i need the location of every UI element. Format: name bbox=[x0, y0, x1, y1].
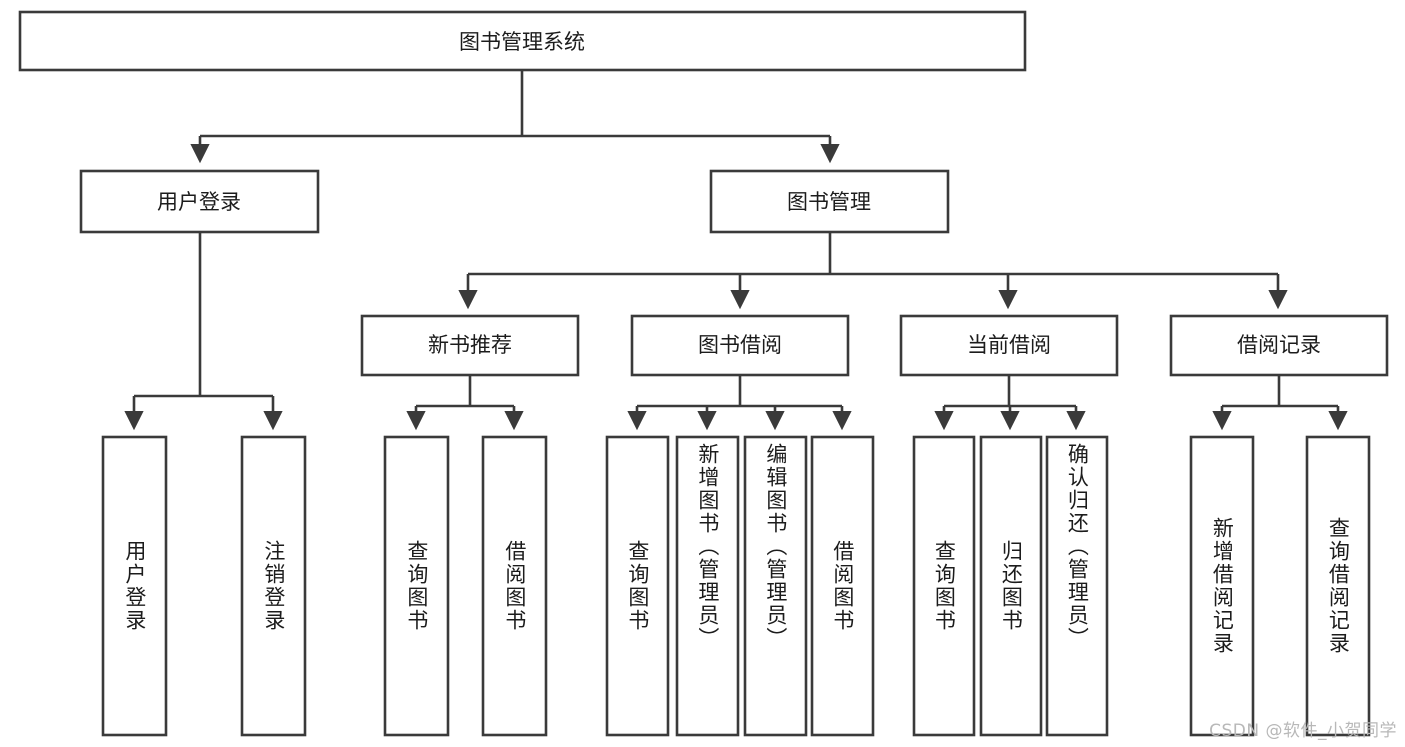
node-book-borrow[interactable]: 图书借阅 bbox=[630, 314, 850, 377]
leaf-box-current-borrow-1[interactable] bbox=[912, 435, 976, 737]
node-book-manage-label: 图书管理 bbox=[787, 190, 871, 214]
node-root-rect[interactable] bbox=[18, 10, 1027, 72]
connector-group-new-book-rec bbox=[406, 375, 524, 431]
node-borrow-record-label: 借阅记录 bbox=[1237, 333, 1321, 357]
leaf-box-new-book-rec-1[interactable] bbox=[383, 435, 450, 737]
node-current-borrow[interactable]: 当前借阅 bbox=[899, 314, 1119, 377]
node-new-book-rec[interactable]: 新书推荐 bbox=[360, 314, 580, 377]
leaf-box-current-borrow-3[interactable] bbox=[1045, 435, 1109, 737]
connector-group-current-borrow bbox=[934, 375, 1086, 431]
leaf-box-book-borrow-1[interactable] bbox=[605, 435, 670, 737]
leaf-box-new-book-rec-2[interactable] bbox=[481, 435, 548, 737]
node-root-label: 图书管理系统 bbox=[459, 30, 585, 54]
node-current-borrow-label: 当前借阅 bbox=[967, 333, 1051, 357]
node-new-book-rec-rect[interactable] bbox=[360, 314, 580, 377]
connector-group-root bbox=[190, 70, 840, 164]
connector-group-borrow-record bbox=[1212, 375, 1348, 431]
leaf-box-book-borrow-4[interactable] bbox=[810, 435, 875, 737]
leaf-box-borrow-record-1[interactable] bbox=[1189, 435, 1255, 737]
node-borrow-record[interactable]: 借阅记录 bbox=[1169, 314, 1389, 377]
leaf-box-user-login-1[interactable] bbox=[101, 435, 168, 737]
node-borrow-record-rect[interactable] bbox=[1169, 314, 1389, 377]
leaf-box-current-borrow-2[interactable] bbox=[979, 435, 1043, 737]
csdn-watermark: CSDN @软件_小贺同学 bbox=[1209, 721, 1397, 741]
connector-group-book-borrow bbox=[627, 375, 852, 431]
leaf-box-user-login-2[interactable] bbox=[240, 435, 307, 737]
connector-group-book-manage bbox=[458, 232, 1288, 310]
node-root[interactable]: 图书管理系统 bbox=[18, 10, 1027, 72]
node-book-manage-rect[interactable] bbox=[709, 169, 950, 234]
node-user-login-label: 用户登录 bbox=[157, 190, 241, 214]
leaf-box-book-borrow-3[interactable] bbox=[743, 435, 808, 737]
leaf-box-borrow-record-2[interactable] bbox=[1305, 435, 1371, 737]
connector-group-user-login bbox=[124, 232, 283, 431]
node-user-login-rect[interactable] bbox=[79, 169, 320, 234]
node-book-borrow-label: 图书借阅 bbox=[698, 333, 782, 357]
leaf-box-book-borrow-2[interactable] bbox=[675, 435, 740, 737]
node-current-borrow-rect[interactable] bbox=[899, 314, 1119, 377]
node-user-login[interactable]: 用户登录 bbox=[79, 169, 320, 234]
node-new-book-rec-label: 新书推荐 bbox=[428, 333, 512, 357]
node-book-borrow-rect[interactable] bbox=[630, 314, 850, 377]
node-book-manage[interactable]: 图书管理 bbox=[709, 169, 950, 234]
